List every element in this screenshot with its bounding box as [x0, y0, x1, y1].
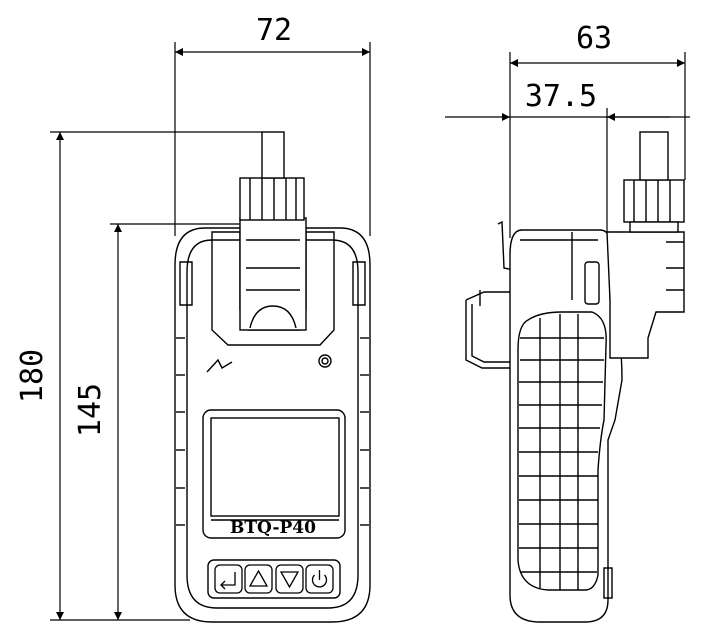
led-indicator	[318, 354, 332, 368]
side-view	[465, 131, 685, 623]
up-button[interactable]	[244, 564, 273, 594]
height-total-label: 180	[15, 349, 50, 403]
down-button[interactable]	[275, 564, 304, 594]
width-front-label: 72	[256, 13, 292, 48]
depth-total-label: 63	[576, 21, 612, 56]
front-view	[174, 131, 371, 623]
depth-partial-label: 37.5	[525, 79, 597, 114]
dimension-depth-partial	[445, 108, 690, 240]
dimension-width-front	[174, 42, 371, 236]
height-body-label: 145	[73, 383, 108, 437]
power-icon	[311, 570, 328, 588]
enter-icon	[220, 572, 236, 590]
enter-button[interactable]	[214, 564, 243, 594]
display-screen	[210, 417, 340, 517]
triangle-up-icon	[248, 569, 269, 587]
dimension-height-total	[50, 131, 262, 621]
logo-mark	[206, 358, 233, 373]
triangle-down-icon	[279, 571, 300, 589]
dimension-depth-total	[509, 52, 686, 238]
power-button[interactable]	[305, 564, 334, 594]
display-bezel	[202, 409, 346, 539]
model-label: BTQ-P40	[230, 518, 316, 538]
